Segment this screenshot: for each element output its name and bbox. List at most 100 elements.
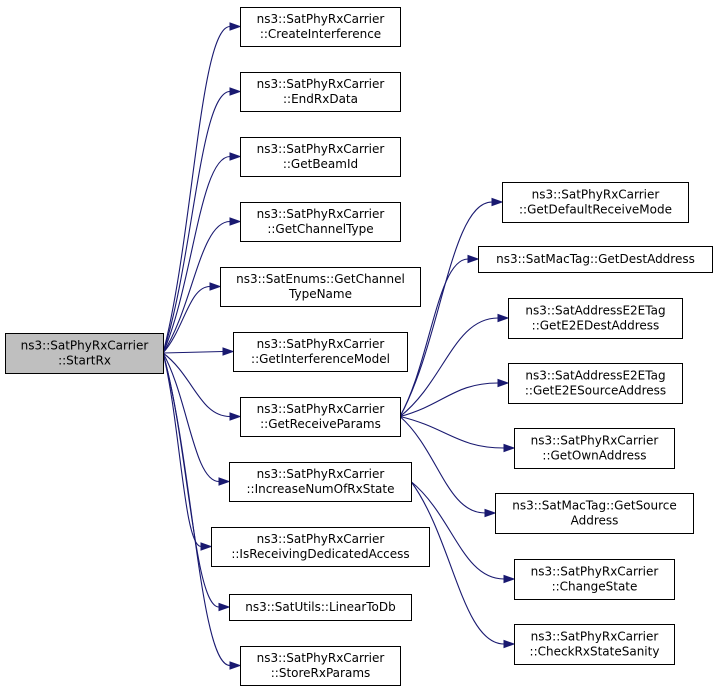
node-label: ::ChangeState	[552, 580, 638, 594]
node-box	[211, 527, 430, 567]
edges-layer	[162, 22, 516, 670]
edge-line	[162, 352, 231, 667]
node-create-interference[interactable]: ns3::SatPhyRxCarrier::CreateInterference	[240, 7, 401, 47]
edge-increase-num-of-rx-state-to-change-state	[410, 481, 516, 584]
arrowhead	[229, 412, 242, 421]
edge-line	[162, 352, 220, 483]
arrowhead	[484, 508, 497, 518]
node-label: ns3::SatPhyRxCarrier	[531, 565, 659, 579]
edge-line	[399, 258, 469, 417]
node-get-beam-id[interactable]: ns3::SatPhyRxCarrier::GetBeamId	[240, 137, 401, 177]
node-get-channel-type[interactable]: ns3::SatPhyRxCarrier::GetChannelType	[240, 202, 401, 242]
node-label: ns3::SatPhyRxCarrier	[257, 651, 385, 665]
arrowhead	[229, 22, 242, 31]
node-label: ns3::SatEnums::GetChannel	[236, 272, 405, 286]
edge-line	[162, 285, 211, 354]
arrowhead	[503, 443, 516, 453]
node-linear-to-db[interactable]: ns3::SatUtils::LinearToDb	[229, 594, 412, 621]
edge-line	[162, 352, 231, 418]
node-label: ::GetOwnAddress	[542, 449, 646, 463]
node-label: ns3::SatMacTag::GetDestAddress	[496, 252, 695, 266]
arrowhead	[491, 197, 504, 207]
node-get-e2e-dest-address[interactable]: ns3::SatAddressE2ETag::GetE2EDestAddress	[508, 298, 683, 339]
node-box	[508, 298, 683, 339]
node-label: ns3::SatUtils::LinearToDb	[245, 600, 396, 614]
edge-line	[399, 416, 486, 514]
node-label: ns3::SatPhyRxCarrier	[257, 77, 385, 91]
node-label: ::StartRx	[58, 354, 111, 368]
node-check-rx-state-sanity[interactable]: ns3::SatPhyRxCarrier::CheckRxStateSanity	[514, 624, 675, 665]
nodes-layer: ns3::SatPhyRxCarrier::StartRxns3::SatPhy…	[5, 7, 713, 686]
node-label: ::IsReceivingDedicatedAccess	[231, 547, 409, 561]
edge-line	[162, 90, 231, 354]
node-is-receiving-dedicated-access[interactable]: ns3::SatPhyRxCarrier::IsReceivingDedicat…	[211, 527, 430, 567]
edge-startrx-to-create-interference	[162, 22, 242, 354]
node-box	[514, 559, 675, 600]
node-get-receive-params[interactable]: ns3::SatPhyRxCarrier::GetReceiveParams	[240, 397, 401, 437]
node-box	[229, 462, 412, 502]
node-label: Address	[571, 514, 619, 528]
node-store-rx-params[interactable]: ns3::SatPhyRxCarrier::StoreRxParams	[240, 646, 401, 686]
arrowhead	[229, 152, 242, 161]
node-label: ::GetBeamId	[283, 157, 358, 171]
node-label: TypeName	[288, 287, 352, 301]
node-startrx[interactable]: ns3::SatPhyRxCarrier::StartRx	[5, 333, 164, 374]
node-change-state[interactable]: ns3::SatPhyRxCarrier::ChangeState	[514, 559, 675, 600]
edge-startrx-to-end-rx-data	[162, 87, 242, 354]
node-increase-num-of-rx-state[interactable]: ns3::SatPhyRxCarrier::IncreaseNumOfRxSta…	[229, 462, 412, 502]
edge-get-receive-params-to-get-e2e-dest-address	[399, 313, 510, 417]
edge-startrx-to-get-channel-type-name	[162, 282, 222, 354]
arrowhead	[503, 639, 516, 649]
node-get-own-address[interactable]: ns3::SatPhyRxCarrier::GetOwnAddress	[514, 428, 675, 469]
node-label: ns3::SatPhyRxCarrier	[257, 532, 385, 546]
node-box	[478, 246, 713, 273]
node-get-interference-model[interactable]: ns3::SatPhyRxCarrier::GetInterferenceMod…	[233, 332, 408, 372]
node-label: ::GetInterferenceModel	[251, 352, 390, 366]
node-box	[229, 594, 412, 621]
node-label: ns3::SatPhyRxCarrier	[257, 337, 385, 351]
node-box	[240, 137, 401, 177]
node-label: ::IncreaseNumOfRxState	[246, 482, 394, 496]
node-box	[240, 646, 401, 686]
node-label: ns3::SatPhyRxCarrier	[257, 142, 385, 156]
node-label: ns3::SatPhyRxCarrier	[257, 207, 385, 221]
node-box	[220, 267, 421, 307]
arrowhead	[229, 87, 242, 96]
node-box	[5, 333, 164, 374]
node-get-default-receive-mode[interactable]: ns3::SatPhyRxCarrier::GetDefaultReceiveM…	[502, 182, 689, 223]
node-label: ::GetReceiveParams	[260, 417, 381, 431]
node-label: ::GetChannelType	[267, 222, 373, 236]
arrowhead	[218, 602, 231, 612]
arrowhead	[200, 542, 213, 551]
edge-line	[162, 220, 231, 354]
edge-line	[399, 317, 499, 417]
edge-startrx-to-get-channel-type	[162, 217, 242, 354]
node-label: ns3::SatPhyRxCarrier	[257, 467, 385, 481]
node-label: ns3::SatMacTag::GetSource	[512, 499, 677, 513]
node-box	[508, 363, 683, 404]
node-label: ns3::SatPhyRxCarrier	[257, 12, 385, 26]
edge-line	[162, 155, 231, 354]
edge-increase-num-of-rx-state-to-check-rx-state-sanity	[410, 481, 516, 649]
node-label: ns3::SatPhyRxCarrier	[257, 402, 385, 416]
edge-startrx-to-get-receive-params	[162, 352, 242, 421]
node-get-e2e-source-address[interactable]: ns3::SatAddressE2ETag::GetE2ESourceAddre…	[508, 363, 683, 404]
arrowhead	[209, 282, 222, 291]
arrowhead	[497, 313, 510, 323]
arrowhead	[222, 347, 235, 356]
edge-line	[162, 350, 224, 354]
node-box	[502, 182, 689, 223]
arrowhead	[467, 254, 480, 264]
node-box	[240, 7, 401, 47]
node-box	[495, 493, 694, 534]
edge-line	[399, 382, 499, 418]
node-label: ::GetDefaultReceiveMode	[519, 203, 672, 217]
node-label: ns3::SatPhyRxCarrier	[532, 188, 660, 202]
node-get-dest-address[interactable]: ns3::SatMacTag::GetDestAddress	[478, 246, 713, 273]
node-label: ::CreateInterference	[260, 27, 381, 41]
node-end-rx-data[interactable]: ns3::SatPhyRxCarrier::EndRxData	[240, 72, 401, 112]
arrowhead	[229, 217, 242, 226]
edge-get-receive-params-to-get-source-address	[399, 416, 497, 518]
